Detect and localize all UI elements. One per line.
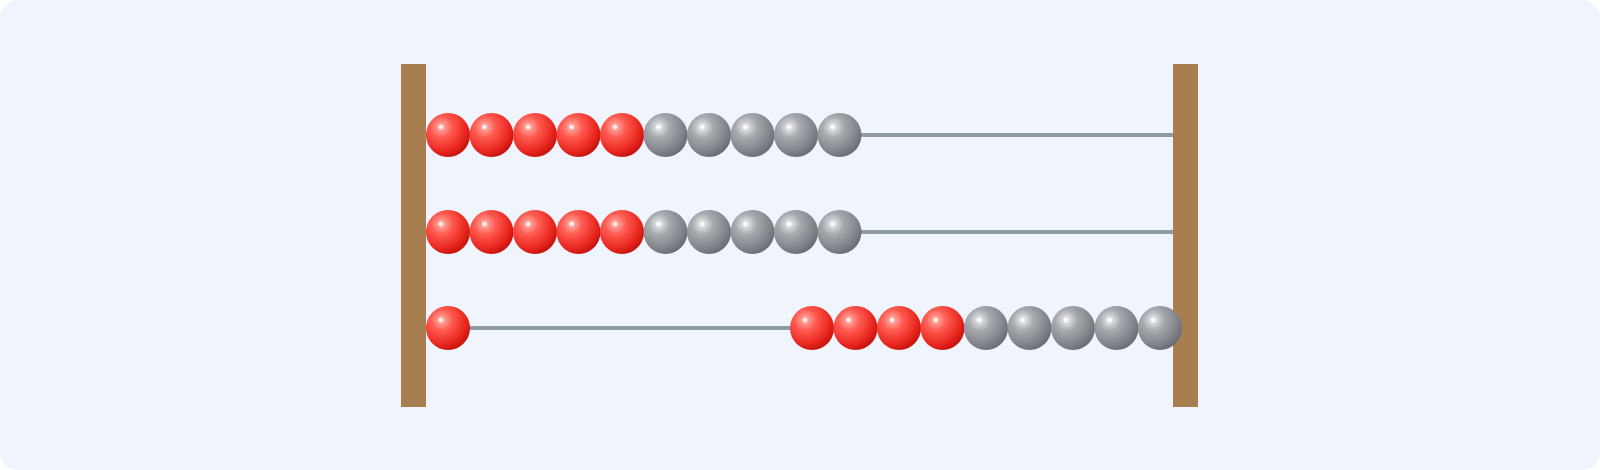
bead-gray-rod3-6[interactable]: [964, 306, 1008, 350]
bead-gray-rod1-7[interactable]: [687, 113, 731, 157]
bead-red-rod3-1[interactable]: [426, 306, 470, 350]
bead-gray-rod1-6[interactable]: [643, 113, 688, 157]
bead-red-rod3-5[interactable]: [920, 306, 965, 350]
bead-gray-rod3-9[interactable]: [1094, 306, 1139, 350]
bead-gray-rod2-10[interactable]: [817, 210, 862, 254]
bead-gray-rod1-8[interactable]: [730, 113, 775, 157]
bead-gray-rod2-6[interactable]: [643, 210, 688, 254]
bead-red-rod2-3[interactable]: [513, 210, 557, 254]
bead-gray-rod2-8[interactable]: [730, 210, 775, 254]
bead-gray-rod1-10[interactable]: [817, 113, 862, 157]
bead-red-rod1-5[interactable]: [600, 113, 644, 157]
bead-red-rod2-5[interactable]: [600, 210, 644, 254]
abacus-right-post: [1173, 64, 1198, 407]
bead-red-rod2-1[interactable]: [426, 210, 470, 254]
bead-red-rod2-4[interactable]: [556, 210, 601, 254]
bead-red-rod3-4[interactable]: [877, 306, 921, 350]
abacus-left-post: [401, 64, 426, 407]
bead-gray-rod3-7[interactable]: [1007, 306, 1052, 350]
bead-gray-rod3-10[interactable]: [1138, 306, 1182, 350]
bead-gray-rod3-8[interactable]: [1051, 306, 1095, 350]
bead-red-rod1-2[interactable]: [469, 113, 514, 157]
bead-red-rod3-3[interactable]: [833, 306, 878, 350]
bead-gray-rod2-9[interactable]: [774, 210, 818, 254]
bead-red-rod1-3[interactable]: [513, 113, 557, 157]
bead-red-rod1-1[interactable]: [426, 113, 470, 157]
bead-red-rod3-2[interactable]: [790, 306, 834, 350]
bead-gray-rod1-9[interactable]: [774, 113, 818, 157]
bead-red-rod2-2[interactable]: [469, 210, 514, 254]
bead-red-rod1-4[interactable]: [556, 113, 601, 157]
bead-gray-rod2-7[interactable]: [687, 210, 731, 254]
